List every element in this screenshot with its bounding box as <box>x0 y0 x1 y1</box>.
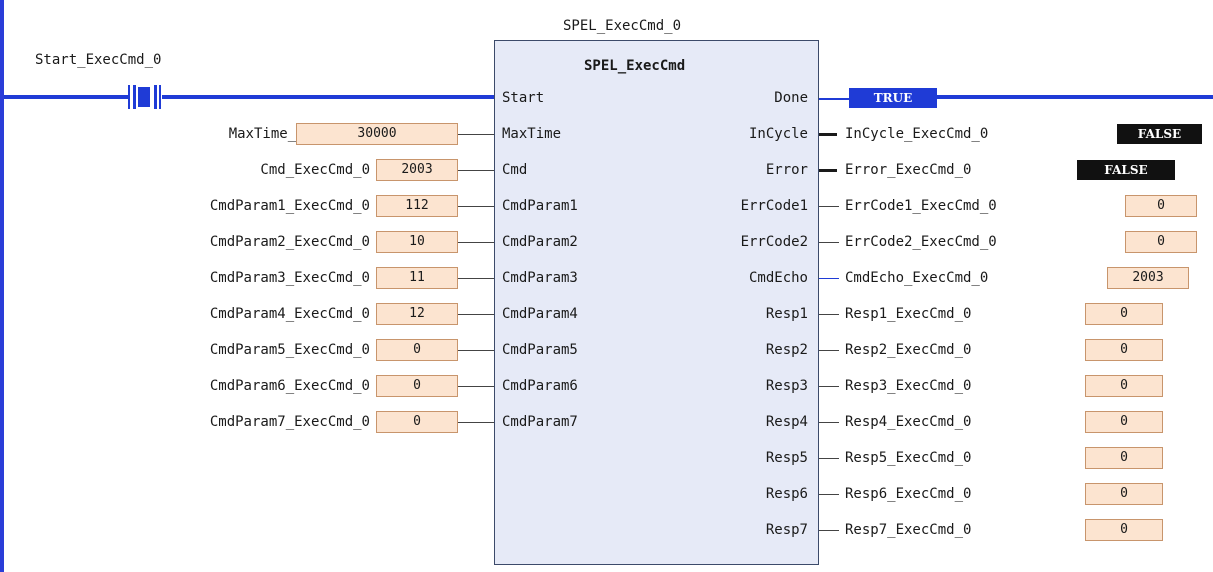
output-value-cmdecho[interactable]: 2003 <box>1107 267 1189 289</box>
wire <box>819 494 839 495</box>
output-var-errcode1[interactable]: ErrCode1_ExecCmd_0 <box>845 198 997 214</box>
output-value-errcode2[interactable]: 0 <box>1125 231 1197 253</box>
rung-line-left <box>4 95 128 99</box>
pin-resp7: Resp7 <box>765 522 808 538</box>
output-var-resp7[interactable]: Resp7_ExecCmd_0 <box>845 522 972 538</box>
pin-error: Error <box>765 162 808 178</box>
input-value-cmdparam5[interactable]: 0 <box>376 339 458 361</box>
output-var-error[interactable]: Error_ExecCmd_0 <box>845 162 972 178</box>
output-value-resp4[interactable]: 0 <box>1085 411 1163 433</box>
pin-cmdparam6: CmdParam6 <box>502 378 578 394</box>
output-value-error[interactable]: FALSE <box>1077 160 1175 180</box>
input-value-cmdparam4[interactable]: 12 <box>376 303 458 325</box>
output-value-incycle[interactable]: FALSE <box>1117 124 1202 144</box>
done-wire <box>819 98 849 100</box>
input-var-cmdparam2[interactable]: CmdParam2_ExecCmd_0 <box>209 234 370 250</box>
output-var-errcode2[interactable]: ErrCode2_ExecCmd_0 <box>845 234 997 250</box>
input-value-cmdparam2[interactable]: 10 <box>376 231 458 253</box>
wire <box>819 169 837 172</box>
pin-cmdecho: CmdEcho <box>748 270 808 286</box>
pin-resp3: Resp3 <box>765 378 808 394</box>
output-value-resp1[interactable]: 0 <box>1085 303 1163 325</box>
wire <box>458 134 494 135</box>
wire <box>819 386 839 387</box>
pin-maxtime: MaxTime <box>502 126 562 142</box>
wire <box>458 350 494 351</box>
output-value-errcode1[interactable]: 0 <box>1125 195 1197 217</box>
output-value-resp3[interactable]: 0 <box>1085 375 1163 397</box>
instance-name[interactable]: SPEL_ExecCmd_0 <box>563 18 682 34</box>
wire <box>819 242 839 243</box>
pin-done: Done <box>774 90 808 106</box>
output-var-resp3[interactable]: Resp3_ExecCmd_0 <box>845 378 972 394</box>
output-var-resp1[interactable]: Resp1_ExecCmd_0 <box>845 306 972 322</box>
output-var-resp2[interactable]: Resp2_ExecCmd_0 <box>845 342 972 358</box>
pin-resp2: Resp2 <box>765 342 808 358</box>
output-var-resp4[interactable]: Resp4_ExecCmd_0 <box>845 414 972 430</box>
output-value-resp5[interactable]: 0 <box>1085 447 1163 469</box>
pin-resp5: Resp5 <box>765 450 808 466</box>
input-var-cmdparam5[interactable]: CmdParam5_ExecCmd_0 <box>209 342 370 358</box>
input-var-cmdparam4[interactable]: CmdParam4_ExecCmd_0 <box>209 306 370 322</box>
input-var-cmdparam6[interactable]: CmdParam6_ExecCmd_0 <box>209 378 370 394</box>
wire <box>819 422 839 423</box>
input-value-cmdparam6[interactable]: 0 <box>376 375 458 397</box>
input-var-cmd[interactable]: Cmd_ExecCmd_0 <box>260 162 370 178</box>
pin-cmdparam3: CmdParam3 <box>502 270 578 286</box>
pin-cmdparam2: CmdParam2 <box>502 234 578 250</box>
pin-cmdparam5: CmdParam5 <box>502 342 578 358</box>
pin-incycle: InCycle <box>748 126 808 142</box>
wire <box>819 458 839 459</box>
pin-resp6: Resp6 <box>765 486 808 502</box>
output-value-resp2[interactable]: 0 <box>1085 339 1163 361</box>
output-value-resp6[interactable]: 0 <box>1085 483 1163 505</box>
wire <box>458 170 494 171</box>
output-var-incycle[interactable]: InCycle_ExecCmd_0 <box>845 126 989 142</box>
output-value-resp7[interactable]: 0 <box>1085 519 1163 541</box>
rung-line-to-block <box>162 95 494 99</box>
contact-symbol[interactable] <box>128 85 162 109</box>
input-value-cmdparam1[interactable]: 112 <box>376 195 458 217</box>
contact-label[interactable]: Start_ExecCmd_0 <box>35 52 162 68</box>
wire <box>458 242 494 243</box>
output-var-resp5[interactable]: Resp5_ExecCmd_0 <box>845 450 972 466</box>
wire <box>819 206 839 207</box>
pin-cmdparam4: CmdParam4 <box>502 306 578 322</box>
wire <box>458 422 494 423</box>
output-var-cmdecho[interactable]: CmdEcho_ExecCmd_0 <box>845 270 989 286</box>
rung-line-right <box>937 95 1213 99</box>
output-var-resp6[interactable]: Resp6_ExecCmd_0 <box>845 486 972 502</box>
block-type-label: SPEL_ExecCmd <box>584 58 686 74</box>
pin-start: Start <box>502 90 545 106</box>
pin-resp1: Resp1 <box>765 306 808 322</box>
pin-errcode1: ErrCode1 <box>740 198 808 214</box>
wire <box>819 278 839 279</box>
input-var-cmdparam1[interactable]: CmdParam1_ExecCmd_0 <box>209 198 370 214</box>
pin-errcode2: ErrCode2 <box>740 234 808 250</box>
input-value-cmd[interactable]: 2003 <box>376 159 458 181</box>
pin-cmdparam1: CmdParam1 <box>502 198 578 214</box>
wire <box>458 386 494 387</box>
input-value-maxtime[interactable]: 30000 <box>296 123 458 145</box>
pin-cmdparam7: CmdParam7 <box>502 414 578 430</box>
wire <box>458 314 494 315</box>
wire <box>458 206 494 207</box>
left-power-rail <box>0 0 4 572</box>
pin-cmd: Cmd <box>502 162 528 178</box>
function-block[interactable] <box>494 40 819 565</box>
wire <box>819 133 837 136</box>
input-var-cmdparam7[interactable]: CmdParam7_ExecCmd_0 <box>209 414 370 430</box>
wire <box>819 530 839 531</box>
pin-resp4: Resp4 <box>765 414 808 430</box>
wire <box>458 278 494 279</box>
done-value-badge[interactable]: TRUE <box>849 88 937 108</box>
wire <box>819 314 839 315</box>
input-var-cmdparam3[interactable]: CmdParam3_ExecCmd_0 <box>209 270 370 286</box>
wire <box>819 350 839 351</box>
input-value-cmdparam7[interactable]: 0 <box>376 411 458 433</box>
input-value-cmdparam3[interactable]: 11 <box>376 267 458 289</box>
